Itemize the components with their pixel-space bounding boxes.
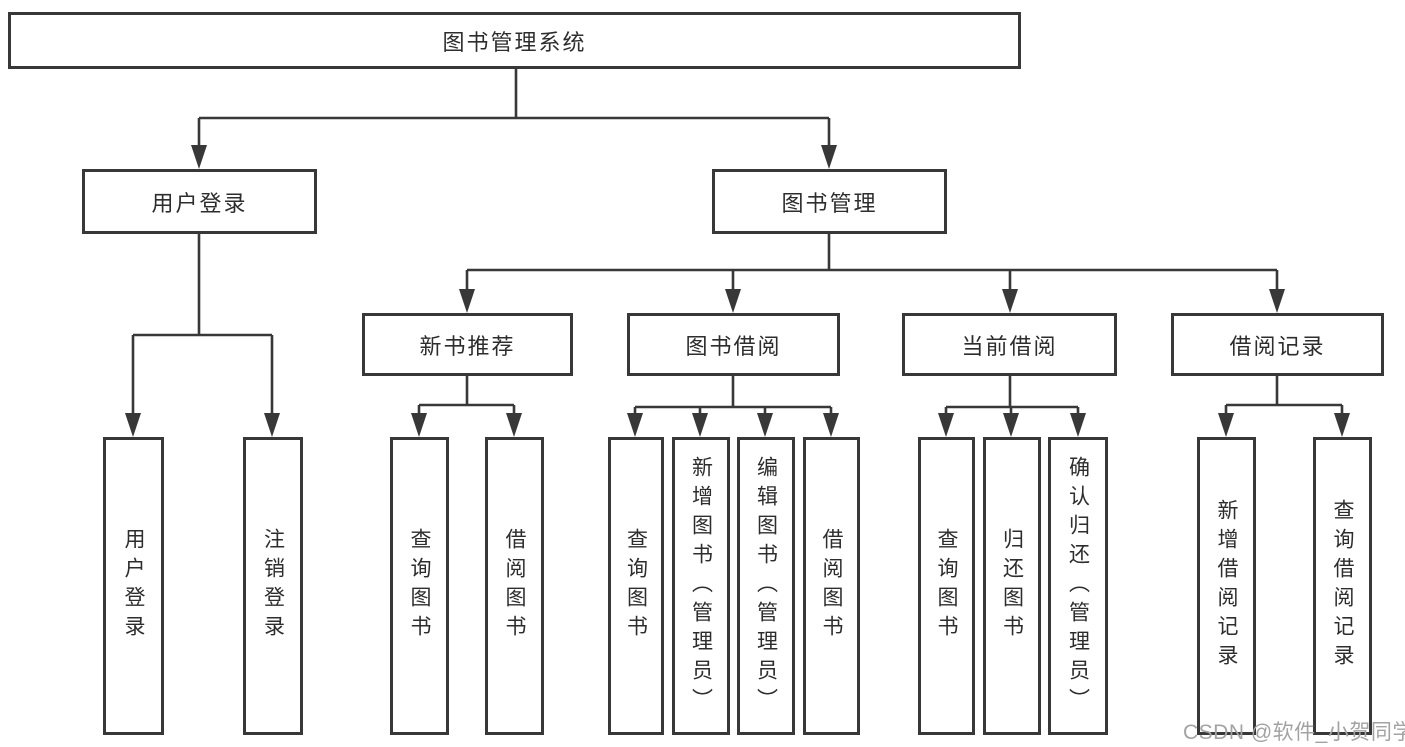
leaf-label: 查询图书 [935,528,958,644]
node-label: 当前借阅 [961,333,1058,359]
node-user-login: 用户登录 [82,169,317,234]
leaf-return-books: 归还图书 [983,437,1041,735]
leaf-user-login: 用户登录 [103,437,164,735]
node-label: 图书管理 [781,190,878,216]
leaf-query-borrow-record: 查询借阅记录 [1313,437,1372,735]
leaf-label: 借阅图书 [820,528,843,644]
leaf-label: 查询图书 [408,528,431,644]
node-root-library-management-system: 图书管理系统 [8,12,1021,69]
leaf-add-books-admin: 新增图书（管理员） [672,437,730,735]
leaf-label: 新增图书（管理员） [689,455,713,717]
leaf-label: 确认归还（管理员） [1066,455,1090,717]
leaf-logout-login: 注销登录 [243,437,303,735]
csdn-watermark: CSDN @软件_小贺同学 [1183,721,1405,744]
leaf-add-borrow-record: 新增借阅记录 [1197,437,1256,735]
leaf-label: 查询借阅记录 [1331,499,1354,673]
leaf-borrow-books-borrowing: 借阅图书 [803,437,860,735]
leaf-label: 查询图书 [624,528,648,644]
leaf-label: 用户登录 [122,528,145,644]
node-book-borrowing: 图书借阅 [627,313,840,376]
leaf-label: 编辑图书（管理员） [754,455,778,717]
node-label: 图书借阅 [685,333,782,359]
leaf-query-books-borrowing: 查询图书 [608,437,664,735]
node-label: 借阅记录 [1229,333,1326,359]
node-borrowing-records: 借阅记录 [1171,313,1384,376]
leaf-borrow-books-recommend: 借阅图书 [485,437,544,735]
node-label: 用户登录 [151,190,248,216]
leaf-label: 借阅图书 [503,528,526,644]
node-label: 图书管理系统 [442,29,587,55]
node-label: 新书推荐 [419,333,516,359]
leaf-label: 注销登录 [261,528,285,644]
node-new-book-recommend: 新书推荐 [362,313,573,376]
leaf-confirm-return-admin: 确认归还（管理员） [1048,437,1108,735]
leaf-query-books-current: 查询图书 [918,437,975,735]
leaf-query-books-recommend: 查询图书 [390,437,449,735]
node-current-borrowing: 当前借阅 [902,313,1117,376]
node-book-management: 图书管理 [712,169,947,234]
leaf-label: 新增借阅记录 [1215,499,1238,673]
leaf-edit-books-admin: 编辑图书（管理员） [737,437,795,735]
leaf-label: 归还图书 [1000,528,1024,644]
